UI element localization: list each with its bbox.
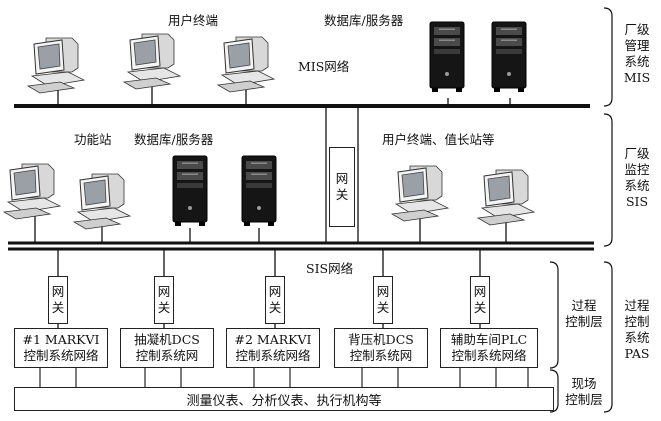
mis-sis-gateway-link <box>325 106 359 243</box>
gateway-char-2: 关 <box>268 300 282 315</box>
control-system-box-4: 背压机DCS 控制系统网 <box>334 328 428 368</box>
desktop-computer-icon <box>391 165 449 222</box>
level-line: 管理 <box>624 38 650 53</box>
sis-network-label: SIS网络 <box>306 261 354 276</box>
gateway-char-1: 网 <box>51 284 65 299</box>
desktop-computer-icon <box>3 163 61 220</box>
pas-gateway-3: 网 关 <box>265 276 285 324</box>
pas-gateway-4: 网 关 <box>373 276 393 324</box>
level-line: 过程 <box>624 298 650 313</box>
control-system-name: 辅助车间PLC <box>450 332 528 347</box>
mis-network-label: MIS网络 <box>298 59 350 74</box>
sis-db-server-label: 数据库/服务器 <box>134 132 214 147</box>
control-system-box-5: 辅助车间PLC 控制系统网络 <box>440 328 538 368</box>
level-line: PAS <box>624 346 650 361</box>
control-system-name: 背压机DCS <box>348 332 414 347</box>
pas-gateway-2: 网 关 <box>154 276 174 324</box>
gateway-char-1: 网 <box>157 284 171 299</box>
field-control-layer-label: 现场 控制层 <box>560 376 608 408</box>
mis-level-label: 厂级 管理 系统 MIS <box>618 22 656 86</box>
level-line: 厂级 <box>624 146 650 161</box>
control-system-box-2: 抽凝机DCS 控制系统网 <box>120 328 214 368</box>
gateway-char-2: 关 <box>51 300 65 315</box>
gateway-char-2: 关 <box>473 300 487 315</box>
desktop-computer-icon <box>477 169 535 226</box>
gateway-char-1: 网 <box>335 171 349 186</box>
pas-level-label: 过程 控制 系统 PAS <box>618 298 656 362</box>
control-system-name: #1 MARKVI <box>22 332 100 347</box>
control-system-network: 控制系统网络 <box>23 348 99 363</box>
gateway-char-1: 网 <box>268 284 282 299</box>
level-line: 控制 <box>624 314 650 329</box>
desktop-computer-icon <box>73 173 131 230</box>
sis-user-terminals-label: 用户终端、值长站等 <box>382 132 495 147</box>
desktop-computer-icon <box>123 33 181 90</box>
server-tower-icon <box>491 21 527 93</box>
level-brackets <box>549 7 613 413</box>
gateway-char-2: 关 <box>157 300 171 315</box>
control-system-network: 控制系统网 <box>349 348 413 363</box>
gateway-char-1: 网 <box>473 284 487 299</box>
level-line: 系统 <box>624 178 650 193</box>
sis-level-label: 厂级 监控 系统 SIS <box>618 146 656 210</box>
control-system-network: 控制系统网络 <box>235 348 311 363</box>
field-drops <box>39 368 529 387</box>
field-devices-box: 测量仪表、分析仪表、执行机构等 <box>14 387 554 411</box>
control-system-box-3: #2 MARKVI 控制系统网络 <box>226 328 320 368</box>
gateway-char-2: 关 <box>376 300 390 315</box>
control-system-network: 控制系统网络 <box>451 348 527 363</box>
control-system-box-1: #1 MARKVI 控制系统网络 <box>14 328 108 368</box>
gateway-char-1: 网 <box>376 284 390 299</box>
mis-user-terminals-label: 用户终端 <box>168 13 219 28</box>
level-line: MIS <box>623 70 651 85</box>
desktop-computer-icon <box>217 36 275 93</box>
sis-function-station-label: 功能站 <box>74 132 112 147</box>
mis-sis-gateway: 网 关 <box>329 147 355 227</box>
level-line: SIS <box>625 194 649 209</box>
mis-db-server-label: 数据库/服务器 <box>324 13 404 28</box>
control-system-name: #2 MARKVI <box>234 332 312 347</box>
server-tower-icon <box>429 21 465 93</box>
process-layer-line-2: 控制层 <box>565 314 603 329</box>
process-layer-line-1: 过程 <box>571 298 597 313</box>
level-line: 系统 <box>624 330 650 345</box>
gateway-char-2: 关 <box>335 187 349 202</box>
level-line: 监控 <box>624 162 650 177</box>
pas-gateway-5: 网 关 <box>470 276 490 324</box>
field-layer-line-1: 现场 <box>571 376 597 391</box>
level-line: 厂级 <box>624 22 650 37</box>
process-control-layer-label: 过程 控制层 <box>560 298 608 330</box>
level-line: 系统 <box>624 54 650 69</box>
desktop-computer-icon <box>27 37 85 94</box>
server-tower-icon <box>172 155 208 227</box>
control-system-network: 控制系统网 <box>135 348 199 363</box>
field-layer-line-2: 控制层 <box>565 392 603 407</box>
server-tower-icon <box>241 155 277 227</box>
pas-gateway-1: 网 关 <box>48 276 68 324</box>
control-system-name: 抽凝机DCS <box>134 332 200 347</box>
